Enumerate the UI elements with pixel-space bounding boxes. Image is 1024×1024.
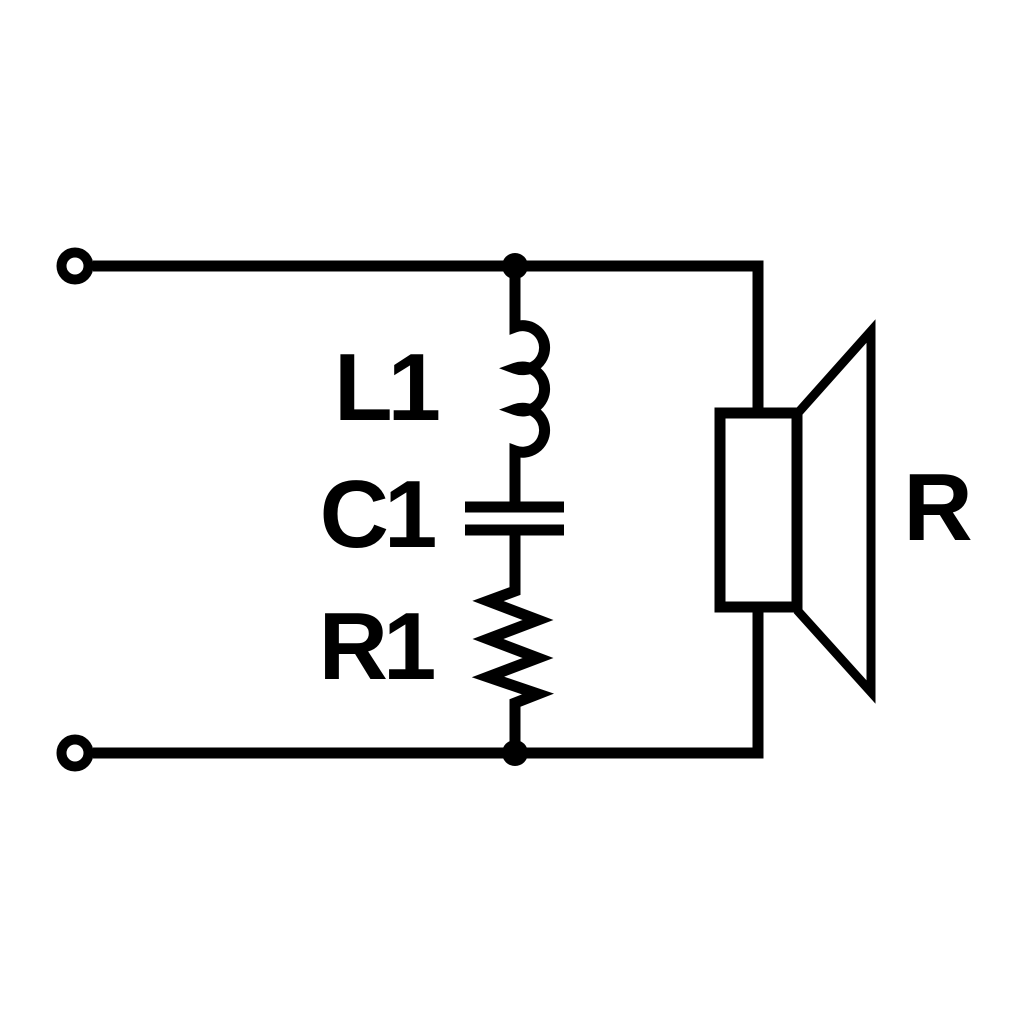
speaker-label: R [903,454,972,561]
capacitor-symbol-icon [465,501,564,536]
resistor-symbol-icon [471,530,555,753]
input-terminal-bottom-icon [56,734,94,772]
top-rail-wire [93,260,764,412]
speaker-box [714,407,803,613]
input-terminal-top-icon [56,247,94,285]
inductor-label: L1 [334,334,439,441]
junction-dot-bottom-icon [502,740,528,766]
resistor-label: R1 [319,593,434,700]
speaker-symbol-icon [714,319,876,704]
junction-dot-top-icon [502,253,528,279]
speaker-horn-icon [793,319,876,704]
bottom-rail-wire [93,612,764,759]
inductor-symbol-icon [498,266,551,507]
capacitor-label: C1 [320,461,435,568]
